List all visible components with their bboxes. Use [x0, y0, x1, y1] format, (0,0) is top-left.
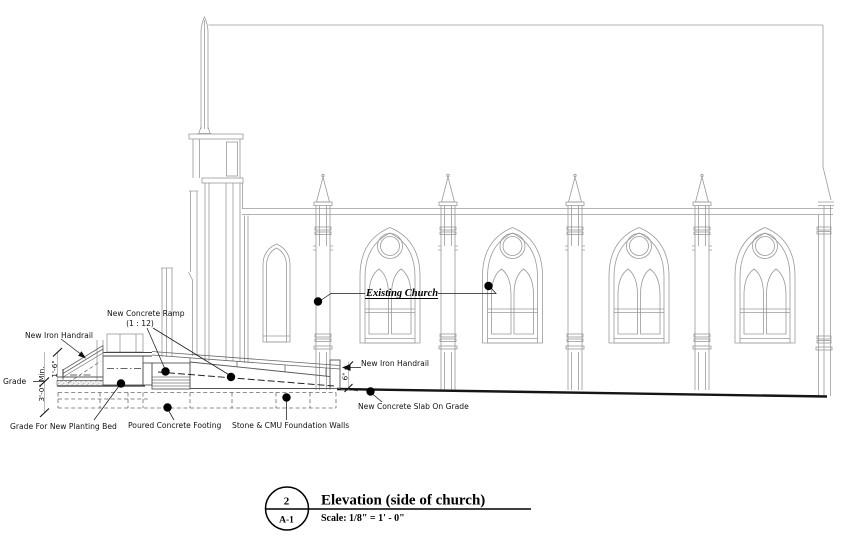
concrete-ramp-body	[189, 361, 331, 389]
label-new-iron-handrail-right: New Iron Handrail	[361, 359, 429, 368]
gothic-window	[359, 227, 421, 344]
arrowhead	[78, 351, 86, 359]
title-block: 2 A-1 Elevation (side of church) Scale: …	[264, 486, 531, 531]
label-ramp-slope: (1 : 12)	[126, 319, 154, 328]
leader-dot	[163, 403, 172, 412]
entry-porch	[96, 333, 144, 384]
label-existing-church: Existing Church	[365, 288, 438, 299]
roof	[208, 24, 834, 215]
thin-spire	[197, 16, 212, 134]
buttress-pinnacles	[312, 173, 713, 391]
landing-wall	[142, 362, 153, 386]
leader-dot	[161, 367, 170, 376]
label-stone-cmu: Stone & CMU Foundation Walls	[232, 421, 349, 430]
dim-slab-edge: 6"	[341, 372, 350, 380]
leader-dot	[484, 281, 493, 291]
iron-handrail-right-shape	[151, 351, 341, 376]
dim-wall-height: 1'-6"	[50, 360, 59, 378]
existing-church-drawing	[96, 16, 834, 396]
leader-dot	[366, 387, 375, 396]
dimensions: 3'-0" Min. 1'-6" 6"	[33, 347, 354, 418]
detail-number: 2	[284, 496, 290, 508]
ramp-stem-wall	[151, 362, 191, 390]
annotation-labels: New Iron Handrail New Concrete Ramp (1 :…	[3, 288, 469, 431]
sheet-number: A-1	[279, 516, 294, 526]
arrowhead	[342, 364, 351, 371]
drawing-title: Elevation (side of church)	[321, 493, 485, 509]
label-new-iron-handrail-left: New Iron Handrail	[25, 331, 93, 340]
leader-dot	[226, 372, 236, 382]
leader-dot	[282, 393, 291, 402]
iron-handrail-left-shape	[62, 345, 104, 379]
gothic-window	[608, 227, 670, 344]
corner-buttress	[815, 206, 833, 396]
pinnacle	[691, 173, 713, 391]
lancet-window-shape	[262, 243, 291, 343]
lancet-window	[262, 243, 291, 343]
drawing-scale: Scale: 1/8" = 1' - 0"	[321, 513, 405, 524]
low-wall	[56, 380, 104, 386]
dim-footing-depth: 3'-0" Min.	[37, 366, 46, 401]
ramp-end-post	[329, 359, 341, 389]
bell-tower	[161, 133, 249, 363]
label-new-concrete-ramp: New Concrete Ramp	[107, 309, 185, 318]
label-poured-footing: Poured Concrete Footing	[128, 421, 222, 430]
gothic-windows	[359, 227, 796, 344]
ground-line	[57, 385, 828, 398]
ramp-section	[56, 345, 341, 390]
label-grade-planting-bed: Grade For New Planting Bed	[10, 422, 117, 431]
label-grade: Grade	[3, 377, 26, 386]
leader-lines	[60, 281, 497, 421]
gothic-window	[734, 227, 796, 344]
label-new-concrete-slab: New Concrete Slab On Grade	[358, 402, 469, 411]
pinnacle	[312, 173, 334, 391]
leader-dot	[313, 297, 323, 306]
leader-dot	[116, 379, 126, 388]
pinnacle	[564, 173, 586, 391]
pinnacle	[437, 173, 459, 391]
footing-dashed-outline	[57, 392, 337, 409]
